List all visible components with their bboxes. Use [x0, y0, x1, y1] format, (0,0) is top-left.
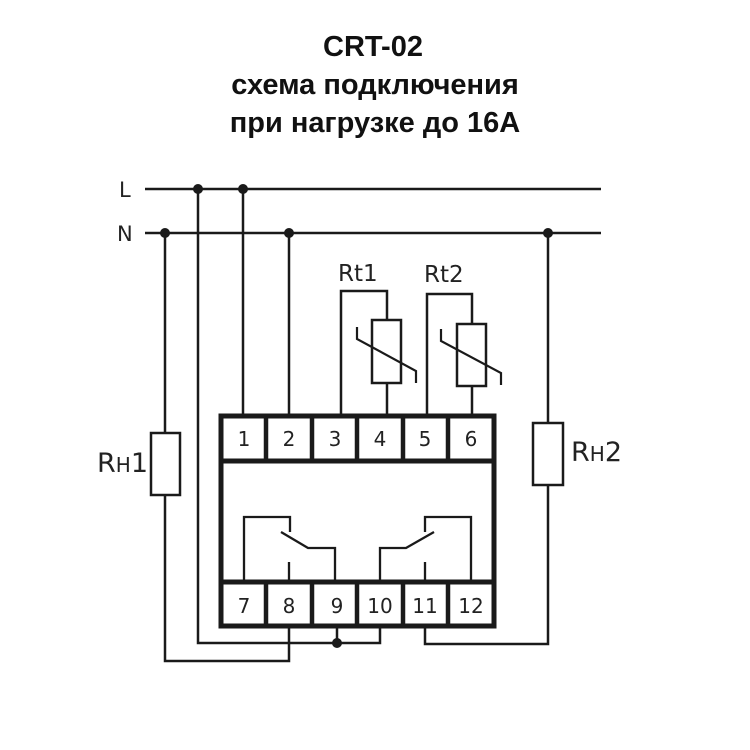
thermistor-rt2-body: [455, 322, 488, 388]
thermistor-rt1-label: Rt1: [338, 261, 378, 287]
load-rh2-label: RH2: [571, 437, 622, 468]
terminal-5-label: 5: [419, 427, 432, 451]
terminal-9-label: 9: [331, 594, 344, 618]
load-rh1-label: RH1: [97, 448, 148, 479]
diagram-load-rating: при нагрузке до 16А: [229, 107, 521, 139]
diagram-subtitle: схема подключения: [231, 69, 519, 101]
terminal-3-label: 3: [329, 427, 342, 451]
load-resistor-rh2: [531, 421, 565, 487]
neutral-label: N: [117, 222, 133, 246]
junction-dot: [332, 638, 342, 648]
thermistor-rt1-body: [370, 318, 403, 385]
thermistor-rt2-slash-icon: [439, 329, 503, 385]
relay2-nc-contact: [423, 515, 473, 582]
terminal-10-label: 10: [367, 594, 392, 618]
terminal-4-label: 4: [374, 427, 387, 451]
junction-dot: [238, 184, 248, 194]
terminal-11-label: 11: [412, 594, 437, 618]
relay1-switch-blade: [280, 531, 337, 582]
junction-dot: [193, 184, 203, 194]
junction-dot: [160, 228, 170, 238]
terminal-1-label: 1: [238, 427, 251, 451]
terminal-6-label: 6: [465, 427, 478, 451]
terminal-7-label: 7: [238, 594, 251, 618]
thermistor-rt1-slash-icon: [355, 327, 418, 383]
relay2-switch-blade: [378, 531, 435, 582]
wire-rt1-loop: [339, 289, 389, 414]
junction-dot: [284, 228, 294, 238]
thermistor-rt2-label: Rt2: [424, 262, 464, 288]
wire-rh2-to-terminal-11: [423, 485, 550, 646]
terminal-2-label: 2: [283, 427, 296, 451]
diagram-title: CRT-02: [323, 31, 423, 63]
wire-rh1-to-terminal-8: [163, 495, 291, 663]
phase-label: L: [119, 178, 131, 202]
terminal-8-label: 8: [283, 594, 296, 618]
junction-dot: [543, 228, 553, 238]
wire-rt2-loop: [425, 292, 474, 414]
terminal-12-label: 12: [458, 594, 483, 618]
relay1-nc-contact: [242, 515, 292, 582]
load-resistor-rh1: [149, 431, 182, 497]
